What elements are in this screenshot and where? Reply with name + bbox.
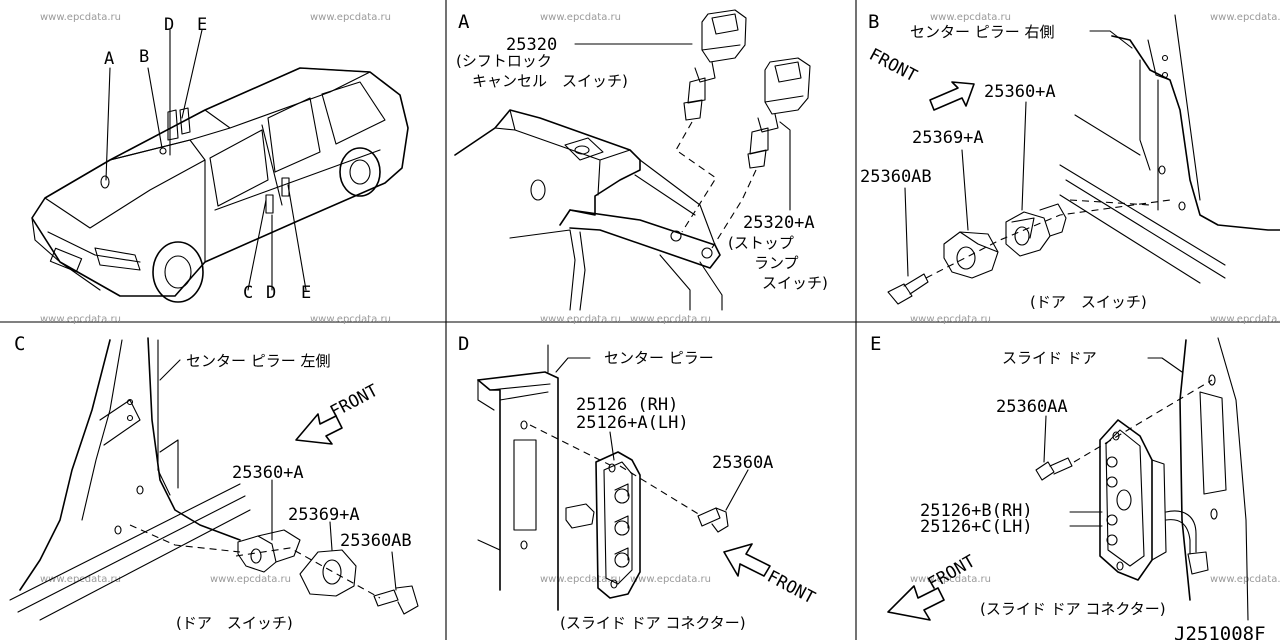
part-25369-a: 25369+A: [288, 505, 360, 525]
door-label: スライド ドア: [1002, 349, 1097, 367]
panel-b-labels: センター ピラー 右側 FRONT 25360+A 25369+A 25360A…: [860, 23, 1147, 311]
panel-letter: C: [14, 333, 25, 355]
part-name: (ストップ: [728, 234, 794, 252]
front-label: FRONT: [327, 381, 382, 423]
watermark: www.epcdata.ru: [310, 12, 391, 23]
pillar-label: センター ピラー: [604, 349, 714, 367]
part-25126-a: 25126+A(LH): [576, 413, 689, 433]
panel-e-labels: スライド ドア 25360AA 25126+B(RH) 25126+C(LH) …: [920, 349, 1166, 618]
panel-caption: (スライド ドア コネクター): [980, 600, 1166, 618]
watermark: www.epcdata.ru: [910, 574, 991, 585]
part-name: スイッチ): [762, 274, 828, 292]
vehicle-overview: [31, 29, 409, 303]
panel-letter: D: [458, 333, 469, 355]
panel-e: E: [870, 333, 1249, 621]
watermark: www.epcdata.ru: [40, 314, 121, 325]
panel-caption: (スライド ドア コネクター): [560, 614, 746, 632]
callout-c: C: [243, 283, 253, 303]
panel-letter: B: [868, 11, 879, 33]
part-25360-a: 25360+A: [232, 463, 304, 483]
panel-a-labels: 25320 (シフトロック キャンセル スイッチ) 25320+A (ストップ …: [456, 35, 828, 292]
watermark: www.epcdata.ru: [910, 314, 991, 325]
part-25126: 25126 (RH): [576, 395, 678, 415]
watermark: www.epcdata.ru: [540, 12, 621, 23]
part-name: キャンセル スイッチ): [472, 72, 628, 90]
callout-d: D: [266, 283, 276, 303]
front-label: FRONT: [866, 45, 921, 87]
panel-caption: (ドア スイッチ): [1030, 293, 1147, 311]
part-25360aa: 25360AA: [996, 397, 1068, 417]
watermark: www.epcdata.ru: [310, 314, 391, 325]
watermark: www.epcdata.ru: [1210, 574, 1280, 585]
diagram-id: J251008F: [1174, 623, 1266, 640]
callout-b: B: [139, 47, 149, 67]
watermark: www.epcdata.ru: [40, 12, 121, 23]
overview-callouts: A B D E C D E: [104, 15, 311, 303]
part-25360ab: 25360AB: [340, 531, 412, 551]
watermark: www.epcdata.ru: [1210, 314, 1280, 325]
watermark: www.epcdata.ru: [930, 12, 1011, 23]
watermark: www.epcdata.ru: [630, 314, 711, 325]
part-25360a: 25360A: [712, 453, 773, 473]
watermark: www.epcdata.ru: [630, 574, 711, 585]
part-25126-b: 25126+B(RH): [920, 501, 1033, 521]
part-name: ランプ: [754, 254, 799, 272]
watermark: www.epcdata.ru: [1210, 12, 1280, 23]
part-25360-a: 25360+A: [984, 82, 1056, 102]
part-25360ab: 25360AB: [860, 167, 932, 187]
callout-a: A: [104, 49, 114, 69]
panel-a: A: [454, 9, 811, 311]
panel-b: B: [868, 11, 1280, 305]
panel-caption: (ドア スイッチ): [176, 614, 293, 632]
callout-d: D: [164, 15, 174, 35]
panel-d-labels: センター ピラー 25126 (RH) 25126+A(LH) 25360A F…: [560, 349, 818, 632]
front-label: FRONT: [925, 551, 979, 594]
watermark: www.epcdata.ru: [540, 574, 621, 585]
callout-e: E: [197, 15, 207, 35]
panel-c: C: [9, 333, 419, 621]
pillar-label: センター ピラー 左側: [186, 352, 331, 370]
watermarks: www.epcdata.ru www.epcdata.ru www.epcdat…: [40, 12, 1280, 585]
watermark: www.epcdata.ru: [210, 574, 291, 585]
watermark: www.epcdata.ru: [540, 314, 621, 325]
part-25320-a: 25320+A: [743, 213, 815, 233]
part-25369-a: 25369+A: [912, 128, 984, 148]
panel-letter: A: [458, 11, 470, 33]
panel-d: D: [458, 333, 771, 611]
part-name: (シフトロック: [456, 52, 552, 70]
front-label: FRONT: [764, 567, 819, 609]
part-25320: 25320: [506, 35, 557, 55]
callout-e: E: [301, 283, 311, 303]
panel-c-labels: センター ピラー 左側 FRONT 25360+A 25369+A 25360A…: [176, 352, 412, 632]
panel-letter: E: [870, 333, 881, 355]
part-25126-c: 25126+C(LH): [920, 517, 1033, 537]
pillar-label: センター ピラー 右側: [910, 23, 1055, 41]
